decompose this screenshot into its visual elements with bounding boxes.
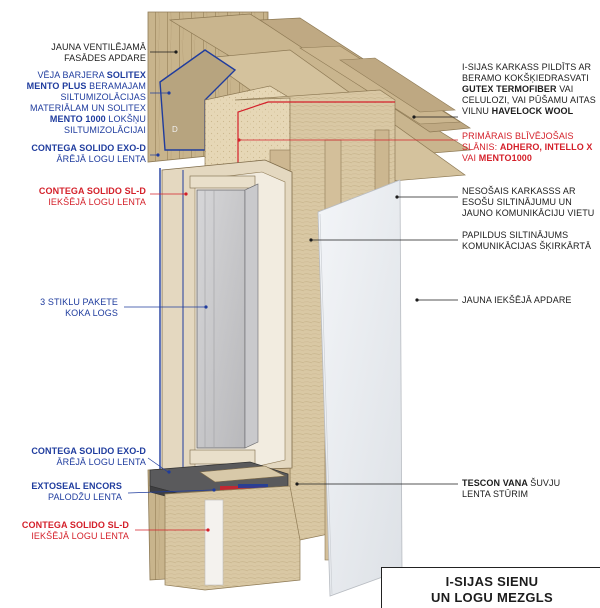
label-sld-bottom-sub: IEKŠĒJĀ LOGU LENTA [31,531,129,541]
label-extra-insulation-line2: KOMUNIKĀCIJAS ŠĶIRKĀRTĀ [462,241,592,251]
label-wind-barrier-line3: SILTUMIZOLĀCIJAS [60,92,146,102]
label-facade-line1: JAUNA VENTILĒJAMĀ [51,42,146,52]
label-extoseal-sub: PALODŽU LENTA [48,492,122,502]
label-primary-line1: PRIMĀRAIS BLĪVĒJOŠAIS [462,131,574,141]
title-line2: UN LOGU MEZGLS [431,590,553,605]
label-ibeam: I-SIJAS KARKASS PILDĪTS AR BERAMO KOKŠĶI… [462,62,596,117]
label-exo-bottom: CONTEGA SOLIDO EXO-D ĀRĒJĀ LOGU LENTA [31,446,146,468]
label-interior-finish: JAUNA IEKŠĒJĀ APDARE [462,295,572,306]
label-wind-barrier-line6: SILTUMIZOLĀCIJAI [64,125,146,135]
label-glazing: 3 STIKLU PAKETE KOKA LOGS [40,297,118,319]
label-ibeam-line1: I-SIJAS KARKASS PILDĪTS AR [462,62,592,72]
interior-finish-board [317,179,403,597]
label-frame-line2: ESOŠU SILTINĀJUMU UN [462,197,572,207]
leader-lines [124,50,458,532]
label-wind-barrier-line1: VĒJA BARJERA SOLITEX [37,70,146,80]
label-wind-barrier-line4: MATERIĀLAM UN SOLITEX [30,103,146,113]
label-frame: NESOŠAIS KARKASSS AR ESOŠU SILTINĀJUMU U… [462,186,594,219]
label-primary-line3: VAI MENTO1000 [462,153,533,163]
label-ibeam-line3: GUTEX TERMOFIBER VAI [462,84,574,94]
label-wind-barrier-line5: MENTO 1000 LOKŠŅU [49,114,146,124]
label-tescon-line1: TESCON VANA ŠUVJU [462,478,561,488]
label-wind-barrier: VĒJA BARJERA SOLITEX MENTO PLUS BERAMAJA… [27,70,146,136]
label-wind-barrier-line2: MENTO PLUS BERAMAJAM [26,81,146,91]
label-interior-line1: JAUNA IEKŠĒJĀ APDARE [462,295,572,305]
label-primary-layer: PRIMĀRAIS BLĪVĒJOŠAIS SLĀNIS: ADHERO, IN… [462,131,593,164]
label-sld-top-name: CONTEGA SOLIDO SL-D [38,186,146,196]
label-sld-top-sub: IEKŠĒJĀ LOGU LENTA [48,197,146,207]
label-primary-line2: SLĀNIS: ADHERO, INTELLO X [462,142,593,152]
label-sld-top: CONTEGA SOLIDO SL-D IEKŠĒJĀ LOGU LENTA [39,186,146,208]
label-extoseal-name: EXTOSEAL ENCORS [31,481,122,491]
lower-wall [164,485,301,591]
label-exo-bottom-sub: ĀRĒJĀ LOGU LENTA [56,457,146,467]
label-extra-insulation-line1: PAPILDUS SILTINĀJUMS [462,230,569,240]
label-extoseal: EXTOSEAL ENCORS PALODŽU LENTA [31,481,122,503]
title-box: I-SIJAS SIENU UN LOGU MEZGLS [381,567,600,608]
label-facade-finish: JAUNA VENTILĒJAMĀ FASĀDES APDARE [51,42,146,64]
label-facade-line2: FASĀDES APDARE [64,53,146,63]
label-tescon-line2: LENTA STŪRIM [462,489,529,499]
label-glazing-line1: 3 STIKLU PAKETE [40,297,118,307]
label-ibeam-line5: VILNU HAVELOCK WOOL [462,106,574,116]
label-tescon: TESCON VANA ŠUVJU LENTA STŪRIM [462,478,560,500]
label-exo-top-sub: ĀRĒJĀ LOGU LENTA [56,154,146,164]
label-frame-line3: JAUNO KOMUNIKĀCIJU VIETU [462,208,595,218]
label-ibeam-line4: CELULOZI, VAI PŪŠAMU AITAS [462,95,596,105]
label-sld-bottom-name: CONTEGA SOLIDO SL-D [21,520,129,530]
label-glazing-line2: KOKA LOGS [65,308,118,318]
label-extra-insulation: PAPILDUS SILTINĀJUMS KOMUNIKĀCIJAS ŠĶIRK… [462,230,591,252]
label-exo-bottom-name: CONTEGA SOLIDO EXO-D [31,446,146,456]
label-frame-line1: NESOŠAIS KARKASSS AR [462,186,576,196]
label-ibeam-line2: BERAMO KOKŠĶIEDRASVATI [462,73,589,83]
label-exo-top-name: CONTEGA SOLIDO EXO-D [31,143,146,153]
triple-glazing [196,183,259,449]
title-line1: I-SIJAS SIENU [445,574,539,589]
label-sld-bottom: CONTEGA SOLIDO SL-D IEKŠĒJĀ LOGU LENTA [22,520,129,542]
svg-text:D: D [172,125,178,134]
label-exo-top: CONTEGA SOLIDO EXO-D ĀRĒJĀ LOGU LENTA [31,143,146,165]
